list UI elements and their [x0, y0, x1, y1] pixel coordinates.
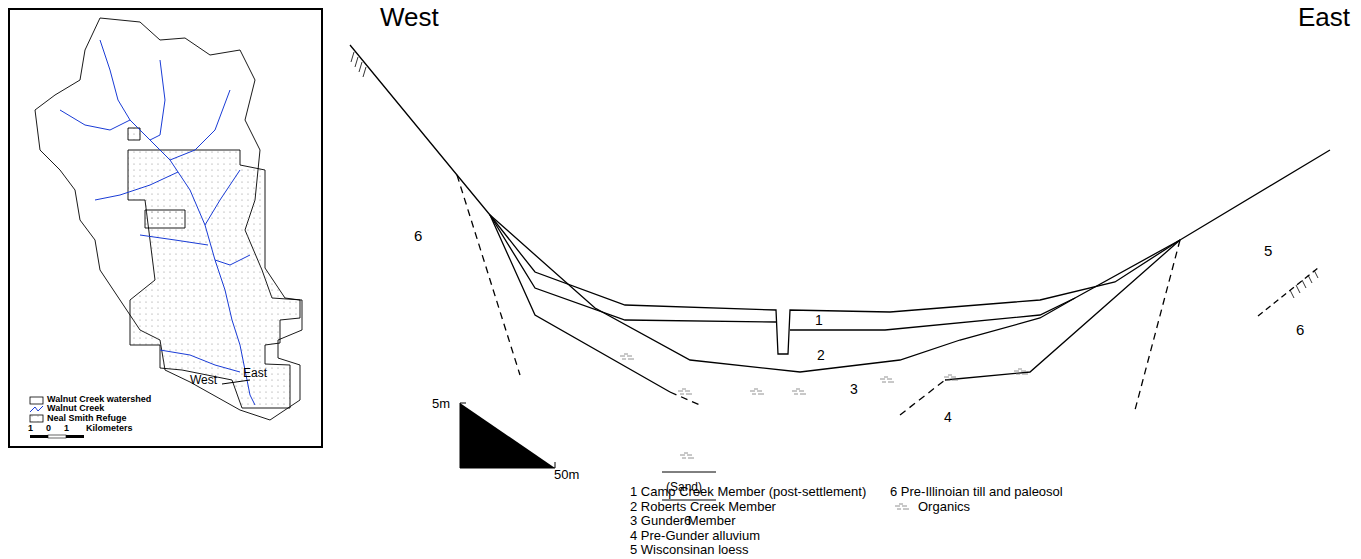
section-end-label: East: [243, 367, 267, 380]
valley-profile: [350, 45, 1330, 415]
legend-entry: 4 Pre-Gunder alluvium: [630, 529, 760, 543]
legend-text: Organics: [918, 500, 970, 514]
scale-number: 0: [46, 424, 51, 434]
legend-text: Walnut Creek: [47, 404, 104, 414]
scale-label: 50m: [554, 468, 579, 482]
hillslope-hachures: [351, 52, 1318, 298]
unit-number: 5: [1264, 243, 1272, 260]
scale-unit: Kilometers: [86, 424, 133, 434]
legend-entry: 2 Roberts Creek Member: [630, 500, 776, 514]
section-end-label: West: [190, 374, 217, 387]
unit-number: 1: [815, 313, 823, 328]
direction-label: East: [1298, 3, 1350, 32]
unit-number: 4: [944, 410, 952, 425]
scale-bar: [460, 403, 555, 468]
legend-entry: 1 Camp Creek Member (post-settlement): [630, 485, 866, 499]
scale-number: 1: [64, 424, 69, 434]
legend-entry: 5 Wisconsinan loess: [630, 543, 749, 557]
direction-label: West: [380, 3, 439, 32]
legend-entry: 3 Gunder Member: [630, 514, 736, 528]
unit-number: 6: [414, 228, 422, 245]
scale-label: 5m: [432, 397, 450, 411]
scale-number: 1: [28, 424, 33, 434]
inset-map: [9, 9, 322, 447]
unit-number: 3: [850, 382, 858, 397]
legend-entry: 6 Pre-Illinoian till and paleosol: [890, 485, 1063, 499]
legend-text: Neal Smith Refuge: [47, 414, 127, 424]
unit-number: 6: [1296, 322, 1304, 339]
unit-number: 2: [817, 348, 825, 363]
